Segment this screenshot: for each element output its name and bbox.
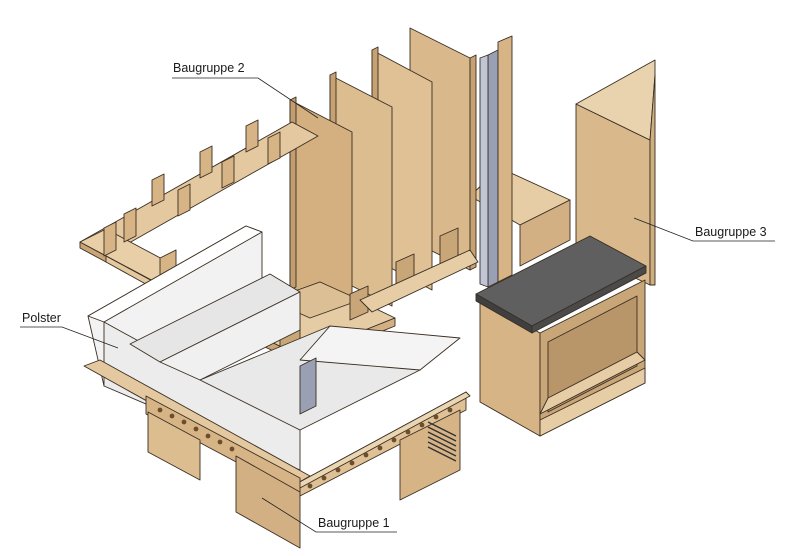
- label-baugruppe-3: Baugruppe 3: [695, 225, 767, 239]
- base-support-right: [399, 409, 461, 501]
- frame-tab: [177, 183, 191, 217]
- dowel-hole: [169, 413, 175, 419]
- upholstery-side-right: [299, 325, 461, 371]
- frame-tab: [221, 155, 235, 189]
- dowel-hole: [419, 422, 425, 428]
- wall-panel-5-edge: [469, 54, 477, 271]
- wall-panel-6: [497, 35, 513, 283]
- dowel-hole: [157, 407, 163, 413]
- cabinet-inner-back: [547, 295, 638, 413]
- callouts: Baugruppe 2 Baugruppe 3 Polster Baugrupp…: [20, 61, 775, 533]
- frame-tab: [199, 145, 213, 179]
- dowel-hole: [321, 475, 327, 481]
- ventilation-grille: [427, 421, 457, 462]
- upholstery-back-long-top: [87, 225, 263, 323]
- base-support-left: [147, 411, 201, 481]
- frame-tab: [245, 119, 259, 153]
- leader-polster: [20, 326, 119, 349]
- frame-tab: [123, 207, 137, 243]
- dowel-hole: [205, 433, 211, 439]
- dowel-hole: [391, 437, 397, 443]
- dowel-hole: [447, 407, 453, 413]
- dowel-hole: [181, 419, 187, 425]
- assembly-1: [83, 359, 471, 549]
- label-baugruppe-1: Baugruppe 1: [318, 516, 390, 530]
- frame-tab: [103, 221, 117, 257]
- assembly-3: [475, 59, 656, 437]
- dowel-hole: [433, 414, 439, 420]
- support-leg: [299, 357, 317, 415]
- dowel-hole: [363, 452, 369, 458]
- insert-tab: [349, 285, 369, 321]
- leader-baugruppe-1: [261, 497, 397, 533]
- dowel-hole: [335, 467, 341, 473]
- dowel-holes-front: [307, 407, 453, 489]
- step-shelf: [359, 249, 479, 313]
- dowel-hole: [377, 445, 383, 451]
- dowel-hole: [229, 446, 235, 452]
- cabinet-shelf: [539, 351, 646, 415]
- dowel-hole: [217, 439, 223, 445]
- aluminium-post: [487, 49, 499, 288]
- tall-side-panel-back: [649, 74, 656, 286]
- frame-tab: [267, 131, 281, 165]
- dowel-holes-side: [157, 407, 235, 452]
- aluminium-post-face: [479, 54, 489, 288]
- label-baugruppe-2: Baugruppe 2: [173, 61, 245, 75]
- dowel-hole: [193, 426, 199, 432]
- cabinet-bottom: [539, 367, 646, 437]
- leader-baugruppe-2: [172, 77, 319, 119]
- dowel-hole: [307, 483, 313, 489]
- leader-baugruppe-3: [633, 217, 775, 242]
- upholstery: [87, 225, 461, 471]
- rear-bench-front: [519, 199, 571, 267]
- frame-tab: [151, 173, 165, 207]
- dowel-hole: [349, 460, 355, 466]
- upholstery-seat-front: [159, 291, 301, 381]
- countertop-side-edge: [531, 265, 647, 334]
- dowel-hole: [405, 429, 411, 435]
- label-polster: Polster: [22, 311, 61, 325]
